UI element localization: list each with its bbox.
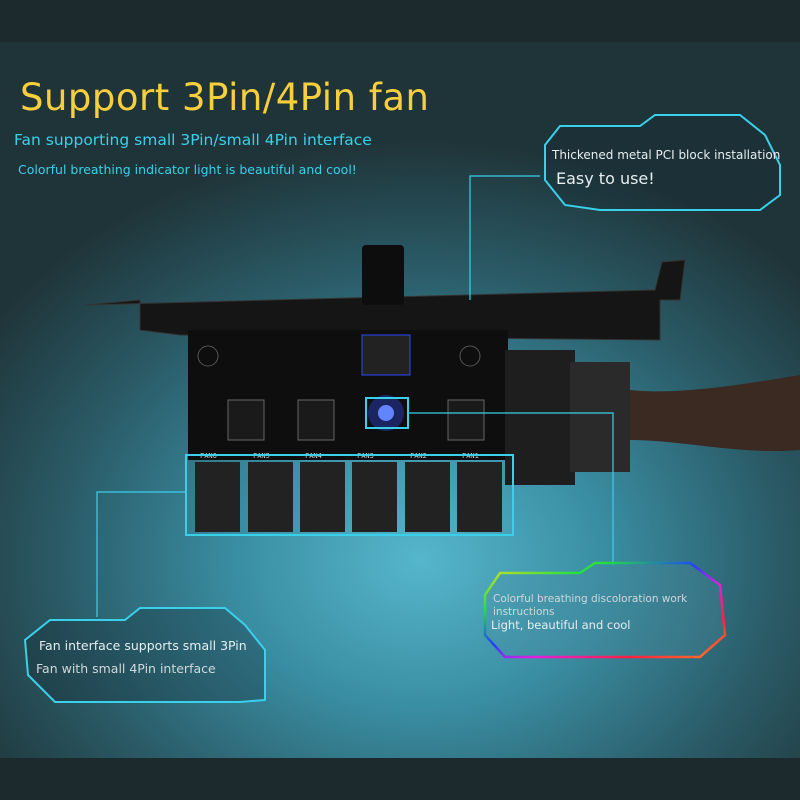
callout-bottom-left-line1: Fan interface supports small 3Pin [39, 638, 247, 653]
knob [362, 245, 404, 305]
led-light [378, 405, 394, 421]
tagline: Colorful breathing indicator light is be… [18, 162, 357, 177]
callout-bottom-right-line2: Light, beautiful and cool [491, 618, 631, 632]
callout-bottom-right-line1: Colorful breathing discoloration work in… [493, 593, 688, 618]
headline: Support 3Pin/4Pin fan [20, 76, 430, 119]
pci-bracket [84, 245, 686, 341]
callout-frame-bottom-left [23, 607, 266, 703]
pcb-board [188, 330, 800, 485]
callout-frame-top-right [544, 114, 781, 211]
callout-bottom-left-line2: Fan with small 4Pin interface [36, 661, 216, 676]
callout-top-right-line1: Thickened metal PCI block installation [552, 148, 781, 162]
bottom-band [0, 758, 800, 800]
sata-connector [505, 350, 575, 485]
header-highlight [185, 454, 514, 536]
subtitle: Fan supporting small 3Pin/small 4Pin int… [14, 131, 372, 149]
leader-lines [96, 175, 614, 617]
callout-top-right-line2: Easy to use! [556, 169, 655, 188]
fan-headers [195, 462, 502, 532]
braided-cable [630, 375, 800, 452]
callout-frame-bottom-right [483, 561, 727, 659]
top-band [0, 0, 800, 42]
